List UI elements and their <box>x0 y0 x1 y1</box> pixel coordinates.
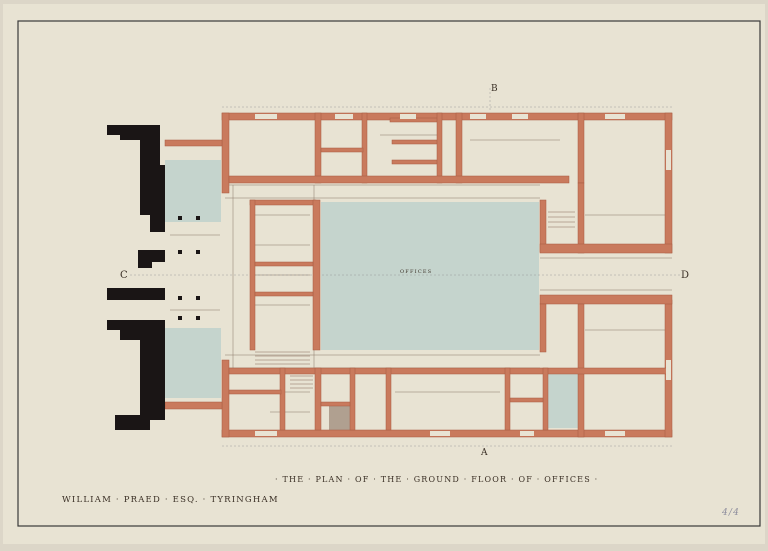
north-yard-wash <box>165 160 221 222</box>
court-label: OFFICES <box>400 269 433 275</box>
small-room-wash <box>548 373 578 428</box>
wall <box>249 199 317 206</box>
wall <box>254 291 314 297</box>
wall <box>320 401 351 407</box>
west-wall-upper <box>221 112 230 194</box>
wall <box>249 199 256 351</box>
north-range-inner-wall <box>228 175 570 184</box>
wall <box>391 139 441 145</box>
wall <box>164 139 223 147</box>
wall <box>314 112 322 184</box>
wall <box>314 367 322 431</box>
central-court-wash <box>321 202 539 350</box>
wall <box>436 112 443 184</box>
wall <box>577 182 585 254</box>
north-outer-wall <box>221 112 673 121</box>
main-house-wall-middle <box>107 288 165 300</box>
south-range-inner-wall <box>228 367 670 375</box>
drawing-title: · THE · PLAN · OF · THE · GROUND · FLOOR… <box>275 475 599 484</box>
window-openings <box>255 114 671 436</box>
wall <box>391 159 441 165</box>
wall <box>279 367 286 431</box>
south-yard-wash <box>165 328 221 398</box>
wall <box>320 147 364 153</box>
column-bases <box>178 216 200 320</box>
east-wall-upper <box>664 112 673 254</box>
wall <box>504 367 511 431</box>
wall <box>539 294 673 305</box>
wall <box>164 401 223 410</box>
wall <box>312 199 321 351</box>
main-house-pier <box>138 250 165 268</box>
wall <box>349 367 356 431</box>
wall <box>539 243 673 254</box>
west-wall-lower <box>221 359 230 438</box>
wall <box>228 389 282 395</box>
wall <box>577 112 585 184</box>
dimension-lines <box>130 88 680 447</box>
wall <box>542 367 549 431</box>
wall <box>254 261 314 267</box>
wall <box>539 303 547 353</box>
client-name: WILLIAM · PRAED · ESQ. · TYRINGHAM <box>62 495 279 505</box>
staircases <box>255 211 575 389</box>
courtyard-washes <box>165 160 578 430</box>
wall <box>385 367 392 431</box>
main-house-walls <box>107 125 165 430</box>
section-mark-south: A <box>481 448 489 458</box>
section-mark-east: D <box>681 270 691 281</box>
hatched-room <box>329 406 351 430</box>
wall <box>509 397 544 403</box>
border-line <box>17 20 761 527</box>
catalogue-mark: 4/4 <box>722 508 741 518</box>
section-mark-north: B <box>491 84 499 94</box>
wall <box>455 112 463 184</box>
main-house-wall-upper <box>107 125 165 232</box>
section-mark-west: C <box>120 270 129 281</box>
brick-walls <box>164 112 673 438</box>
main-house-wall-lower <box>107 320 165 430</box>
